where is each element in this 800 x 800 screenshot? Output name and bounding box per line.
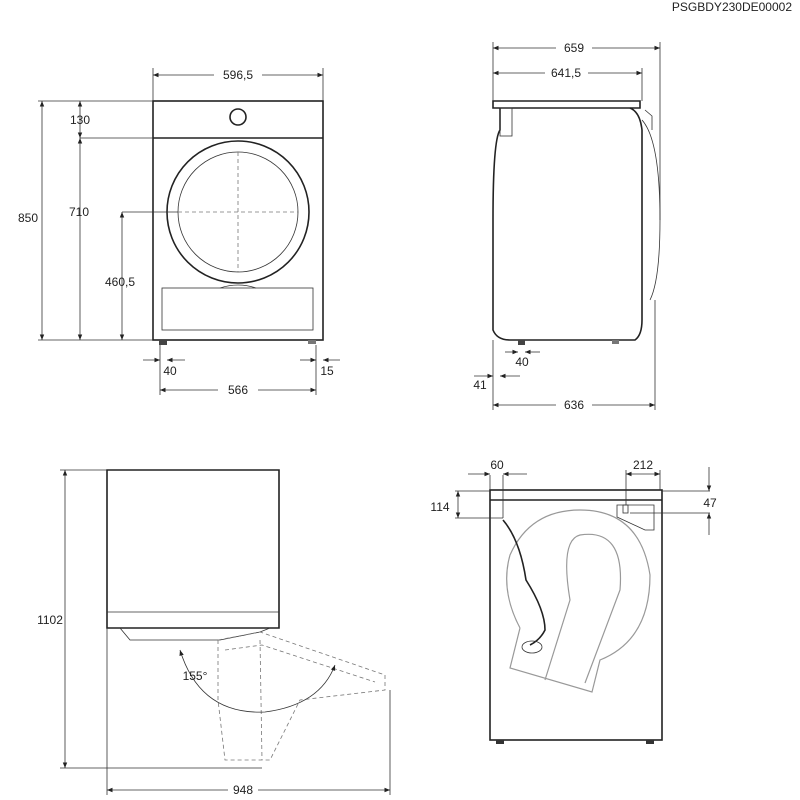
rear-offset-label: 41	[473, 378, 487, 392]
feet-span-label: 566	[228, 383, 248, 397]
hose-height-label: 114	[430, 500, 449, 514]
front-height-label: 850	[18, 211, 38, 225]
front-view: 596,5 850 130 710 460,5 40 15 566	[18, 68, 340, 397]
top-panel-label: 130	[70, 113, 90, 127]
door-center-height-label: 460,5	[105, 275, 135, 289]
door-open-view: 1102 948 155°	[37, 469, 391, 797]
depth-body-label: 641,5	[551, 66, 581, 80]
open-depth-label: 948	[233, 783, 253, 797]
below-panel-label: 710	[69, 205, 89, 219]
outlet-height-label: 47	[703, 496, 717, 510]
open-height-label: 1102	[37, 613, 63, 627]
foot-right-offset-label: 15	[320, 364, 334, 378]
rear-view: 60 212 114 47	[430, 458, 717, 744]
depth-total-label: 659	[564, 41, 584, 55]
knob-icon	[229, 108, 247, 126]
side-foot-offset-label: 40	[515, 355, 529, 369]
front-width-label: 596,5	[223, 68, 253, 82]
side-view: 659 641,5 40 41 636	[473, 41, 661, 412]
document-code: PSGBDY230DE00002	[671, 0, 792, 14]
hose-offset-label: 60	[490, 458, 504, 472]
foot-left-offset-label: 40	[163, 364, 177, 378]
door-angle-label: 155°	[183, 669, 208, 683]
depth-base-label: 636	[564, 398, 584, 412]
outlet-offset-label: 212	[633, 458, 653, 472]
